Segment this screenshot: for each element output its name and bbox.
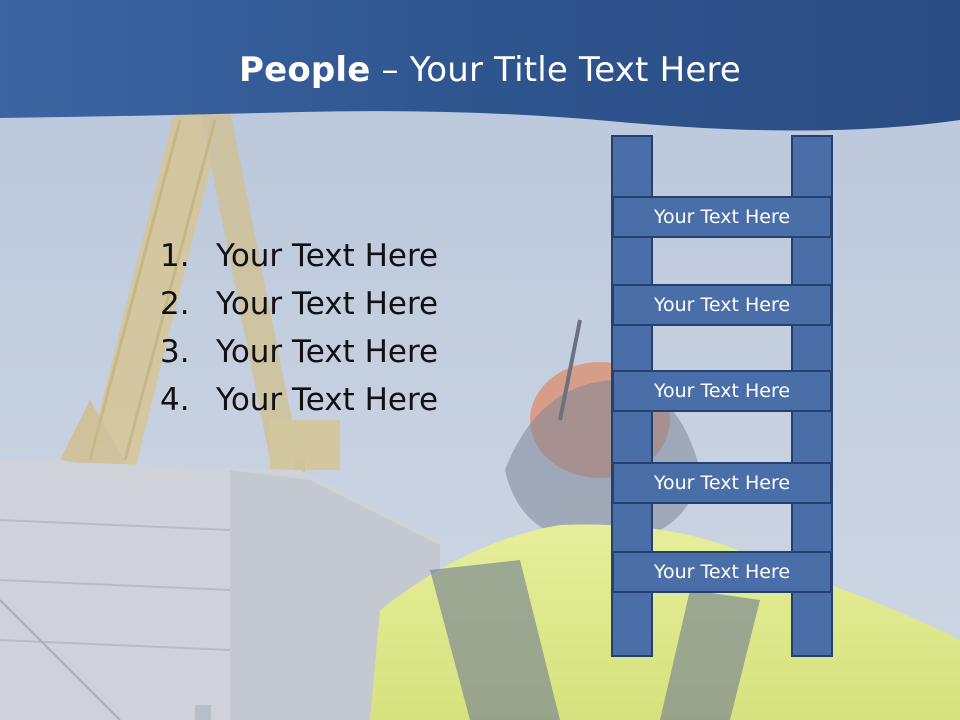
list-item: 2. Your Text Here — [160, 280, 438, 328]
list-item-number: 1. — [160, 238, 190, 274]
page-title: People – Your Title Text Here — [0, 50, 960, 90]
title-bold: People — [238, 50, 371, 90]
ladder-rung — [612, 370, 832, 412]
list-item-text: Your Text Here — [216, 238, 439, 274]
list-item: 3. Your Text Here — [160, 328, 438, 376]
list-item-text: Your Text Here — [216, 286, 439, 322]
numbered-list: 1. Your Text Here 2. Your Text Here 3. Y… — [160, 232, 438, 424]
ladder-rung-label: Your Text Here — [653, 294, 791, 316]
list-item: 1. Your Text Here — [160, 232, 438, 280]
list-item-number: 2. — [160, 286, 190, 322]
ladder-rung — [612, 196, 832, 238]
header-band — [0, 0, 960, 131]
ladder-rung-label: Your Text Here — [653, 380, 791, 402]
ladder-rung — [612, 284, 832, 326]
ladder-rung — [612, 551, 832, 593]
ladder-rung-label: Your Text Here — [653, 472, 791, 494]
list-item: 4. Your Text Here — [160, 376, 438, 424]
ladder-rung-label: Your Text Here — [653, 561, 791, 583]
list-item-text: Your Text Here — [216, 382, 439, 418]
list-item-text: Your Text Here — [216, 334, 439, 370]
list-item-number: 4. — [160, 382, 190, 418]
title-rest: – Your Title Text Here — [370, 50, 742, 90]
ladder-rung-label: Your Text Here — [653, 206, 791, 228]
list-item-number: 3. — [160, 334, 190, 370]
ladder-rung — [612, 462, 832, 504]
